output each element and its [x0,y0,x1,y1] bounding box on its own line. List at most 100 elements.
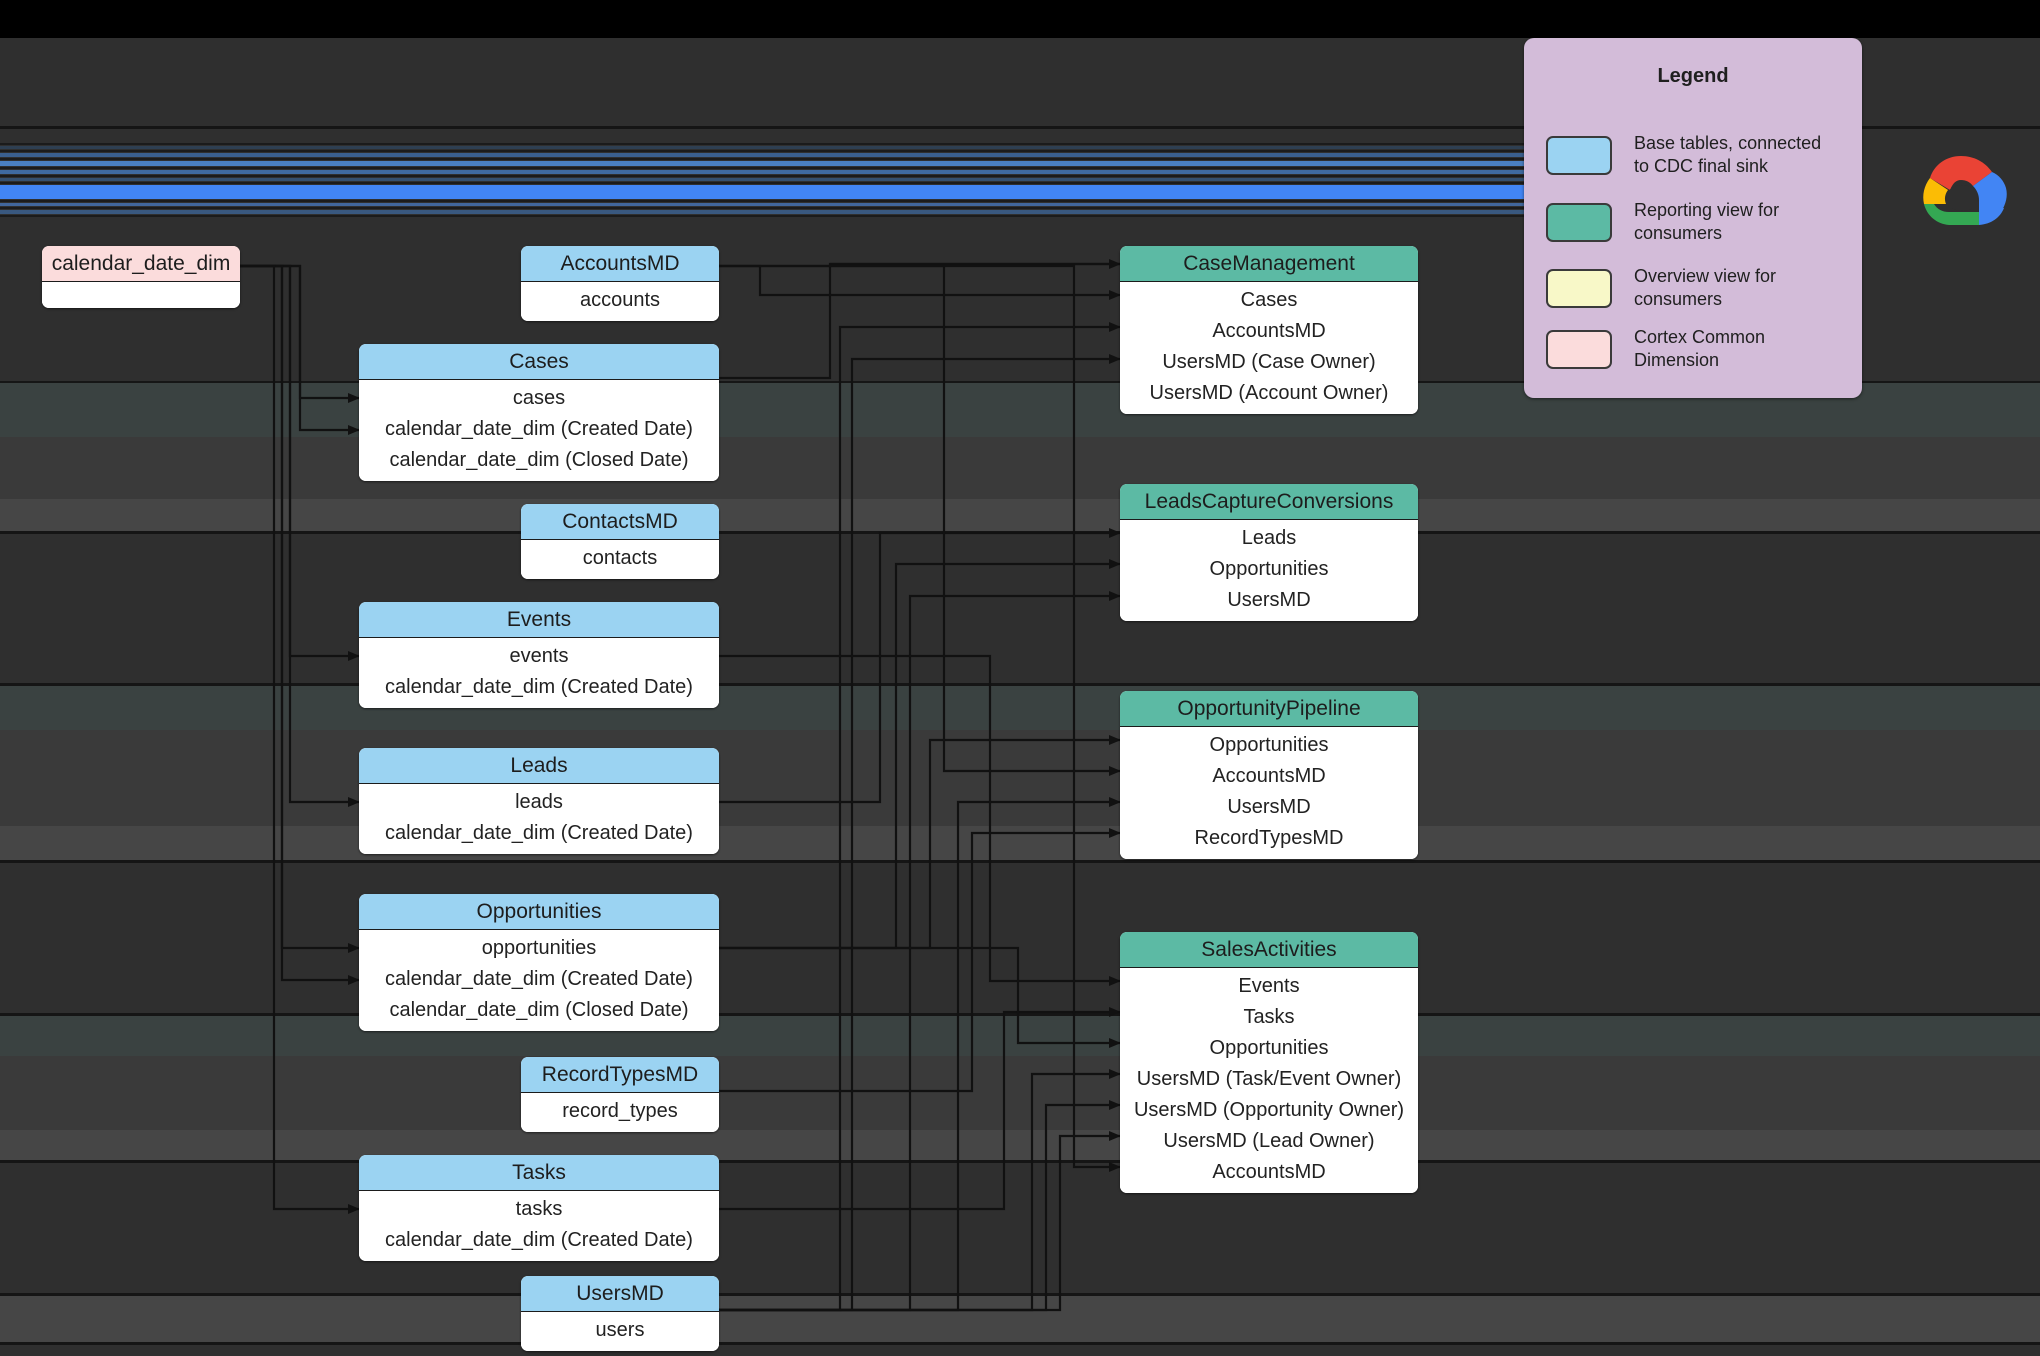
er-node-row: UsersMD (Case Owner) [1162,351,1376,373]
er-node-row: AccountsMD [1212,320,1326,342]
scanline-artifact [0,143,1524,217]
er-node-row: calendar_date_dim (Created Date) [385,676,693,698]
background-band [0,1342,2040,1345]
er-node-row: users [595,1319,645,1341]
er-node-calendar_date_dim[interactable]: calendar_date_dim [42,246,240,308]
er-node-row: UsersMD [1227,796,1311,818]
er-node-row: calendar_date_dim (Closed Date) [389,449,689,471]
er-node-row: UsersMD (Opportunity Owner) [1133,1099,1405,1121]
er-node-row: leads [515,791,563,813]
er-node-Tasks[interactable]: Tasks tasks calendar_date_dim (Created Dat… [359,1155,719,1261]
background-band [0,1016,2040,1056]
legend-item: Reporting view for consumers [1546,199,1834,245]
er-node-row: Opportunities [1209,558,1329,580]
er-node-row: UsersMD (Lead Owner) [1163,1130,1375,1152]
er-node-RecordTypesMD[interactable]: RecordTypesMD record_types [521,1057,719,1132]
background-band [0,499,2040,531]
cortex-dimension-swatch [1546,329,1612,369]
er-node-Events[interactable]: Events events calendar_date_dim (Created D… [359,602,719,708]
er-node-body: record_types [521,1093,719,1132]
background-band [0,730,2040,826]
er-node-row: opportunities [481,937,597,959]
legend-item: Base tables, connected to CDC final sink [1546,132,1834,178]
base-table-swatch [1546,135,1612,175]
legend-item-label: Cortex Common Dimension [1634,327,1766,370]
background-band [0,1293,2040,1296]
er-node-row: calendar_date_dim (Created Date) [385,1229,693,1251]
er-node-row: Tasks [1243,1006,1295,1028]
er-node-row: Opportunities [1209,734,1329,756]
er-node-ContactsMD[interactable]: ContactsMD contacts [521,504,719,579]
er-node-title: Leads [359,748,719,784]
google-cloud-logo [1923,156,2007,225]
legend-panel: Legend Base tables, connected to CDC fin… [1524,38,1862,398]
legend-item-label: Reporting view for consumers [1634,200,1780,243]
er-node-row: UsersMD [1227,589,1311,611]
er-node-row: calendar_date_dim (Closed Date) [389,999,689,1021]
background-band [0,531,2040,534]
er-node-title: Events [359,602,719,638]
er-node-row: UsersMD (Account Owner) [1149,382,1389,404]
er-node-row: AccountsMD [1212,765,1326,787]
er-node-row: AccountsMD [1212,1161,1326,1183]
er-node-title: Tasks [359,1155,719,1191]
er-node-body: events calendar_date_dim (Created Date) [359,638,719,708]
overview-view-swatch [1546,268,1612,308]
er-node-title: RecordTypesMD [521,1057,719,1093]
er-node-title: Cases [359,344,719,380]
er-node-body: leads calendar_date_dim (Created Date) [359,784,719,854]
legend-item: Overview view for consumers [1546,265,1834,311]
er-node-title: OpportunityPipeline [1120,691,1418,727]
er-node-UsersMD[interactable]: UsersMD users [521,1276,719,1351]
er-node-title: UsersMD [521,1276,719,1312]
er-node-body: contacts [521,540,719,579]
er-node-body: accounts [521,282,719,321]
er-node-body: tasks calendar_date_dim (Created Date) [359,1191,719,1261]
er-node-row: events [509,645,569,667]
er-node-row: record_types [562,1100,678,1122]
background-band [0,1160,2040,1163]
er-node-row: contacts [582,547,658,569]
background-band [0,1056,2040,1130]
legend-item: Cortex Common Dimension [1546,326,1834,372]
er-node-row: Events [1238,975,1300,997]
er-node-row: cases [512,387,566,409]
er-node-Leads[interactable]: Leads leads calendar_date_dim (Created Dat… [359,748,719,854]
background-band [0,1130,2040,1160]
er-node-row: accounts [579,289,661,311]
legend-item-label: Overview view for consumers [1634,266,1777,309]
reporting-view-swatch [1546,202,1612,242]
er-node-row: Opportunities [1209,1037,1329,1059]
er-node-body: users [521,1312,719,1351]
er-node-row: UsersMD (Task/Event Owner) [1136,1068,1402,1090]
er-node-row: Cases [1240,289,1298,311]
legend-title: Legend [1657,65,1729,87]
er-node-row: calendar_date_dim (Created Date) [385,822,693,844]
er-node-title: Opportunities [359,894,719,930]
background-band [0,860,2040,863]
er-node-title: calendar_date_dim [42,246,240,282]
legend-item-label: Base tables, connected to CDC final sink [1634,133,1822,176]
er-node-row: tasks [515,1198,563,1220]
er-node-title: CaseManagement [1120,246,1418,282]
background-band [0,1013,2040,1016]
er-node-title: LeadsCaptureConversions [1120,484,1418,520]
er-node-row: RecordTypesMD [1194,827,1344,849]
er-node-title: ContactsMD [521,504,719,540]
er-node-row: Leads [1241,527,1297,549]
